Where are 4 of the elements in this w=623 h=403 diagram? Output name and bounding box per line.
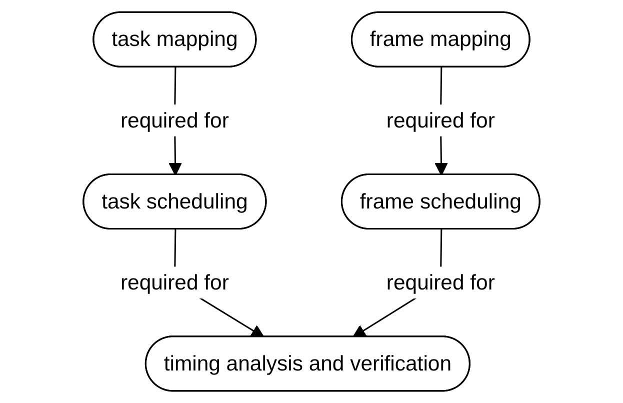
- edge-label: required for: [386, 108, 495, 132]
- edge-label: required for: [386, 270, 495, 294]
- edge-label: required for: [120, 108, 229, 132]
- edge-label: required for: [120, 270, 229, 294]
